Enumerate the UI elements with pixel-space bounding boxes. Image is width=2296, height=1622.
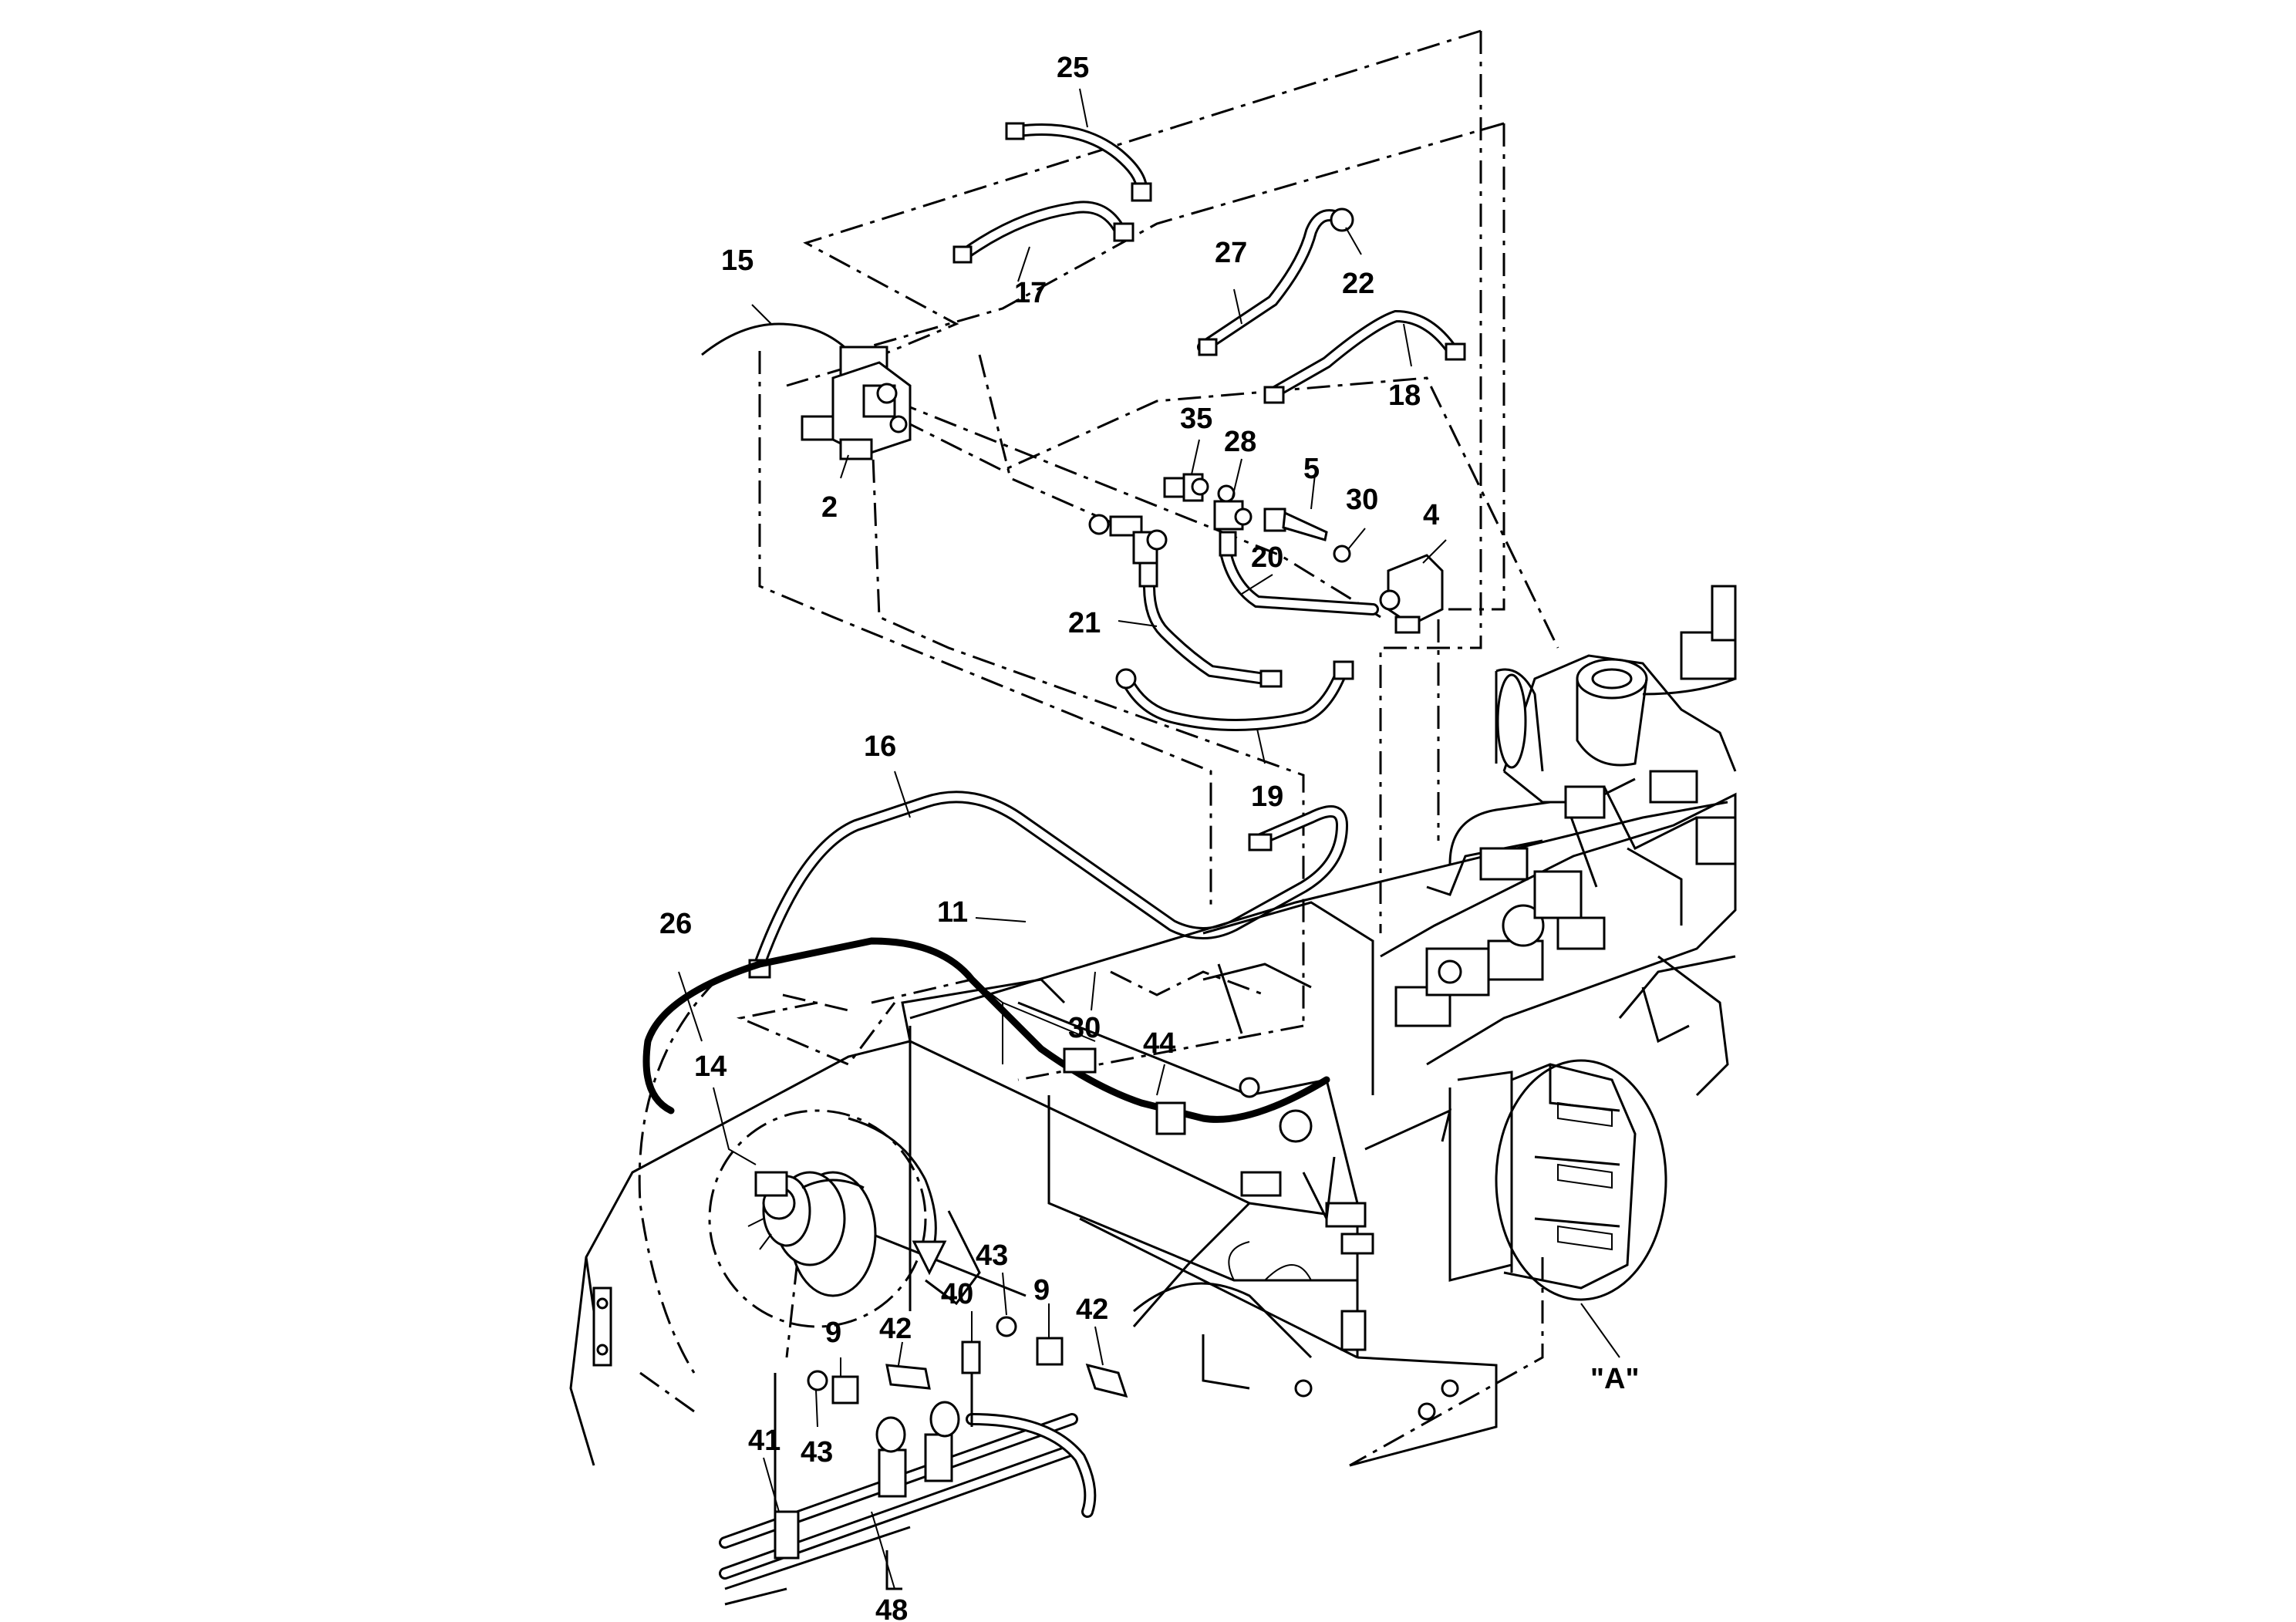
callout-30-upper: 30: [1346, 484, 1378, 516]
callout-15: 15: [721, 244, 754, 277]
callout-4: 4: [1423, 499, 1439, 531]
callout-43-lower: 43: [801, 1436, 833, 1469]
clamp-44a: [1063, 1047, 1097, 1074]
engine-assembly: [1380, 792, 1737, 1097]
hose-26: [642, 937, 1330, 1123]
valve-block-2: [801, 346, 912, 460]
callout-9-left: 9: [825, 1317, 841, 1349]
bolt-42b: [1085, 1363, 1128, 1398]
callout-27: 27: [1215, 237, 1247, 269]
spacer-9b: [1036, 1337, 1064, 1366]
valve-4: [1379, 554, 1444, 634]
engine-upper: [1495, 585, 1737, 865]
callout-16: 16: [864, 730, 896, 763]
hose-19: [1115, 660, 1354, 731]
bolt-5: [1263, 508, 1328, 541]
frame-arc-left: [638, 978, 973, 1374]
washer-43a: [807, 1370, 828, 1391]
callouts: 25 17 15 27 22 18 2 35 28 5 30 4 20 21 1…: [659, 52, 1639, 1622]
hose-21: [1143, 580, 1283, 688]
hose-20: [1220, 549, 1379, 615]
callout-19: 19: [1251, 781, 1283, 813]
tee-fitting-lower: [1088, 514, 1168, 588]
callout-41: 41: [748, 1425, 781, 1457]
callout-35: 35: [1180, 403, 1212, 435]
motor-arrow-tip: [925, 1210, 981, 1306]
washer-30-upper: [1333, 545, 1351, 563]
bolt-42a: [885, 1364, 931, 1390]
hose-17: [952, 201, 1135, 264]
clamp-44b: [1155, 1101, 1186, 1135]
chassis-frame: [569, 801, 1728, 1467]
dashed-routing-lines: [639, 29, 1559, 1467]
callout-17: 17: [1014, 277, 1047, 309]
travel-motor-14: [708, 1109, 947, 1358]
callout-21: 21: [1068, 607, 1101, 639]
callout-detail-a: "A": [1590, 1363, 1639, 1395]
hose-27: [1197, 207, 1354, 356]
callout-18: 18: [1388, 379, 1421, 412]
leader-lines: [678, 88, 1620, 1590]
callout-30-lower: 30: [1068, 1012, 1101, 1044]
fitting-35: [1163, 473, 1209, 502]
callout-44: 44: [1143, 1027, 1175, 1060]
callout-20: 20: [1251, 541, 1283, 574]
hose-15: [701, 322, 845, 356]
callout-40: 40: [941, 1278, 973, 1310]
tee-fitting-28: [1213, 484, 1253, 557]
spacer-9a: [831, 1375, 859, 1404]
steps-detail-a: [1448, 1059, 1667, 1301]
clamp-detail: [719, 1316, 1128, 1606]
callout-5: 5: [1303, 453, 1320, 485]
callout-2: 2: [821, 491, 838, 524]
callout-48: 48: [875, 1594, 908, 1622]
washer-43b: [996, 1316, 1017, 1337]
callout-22: 22: [1342, 268, 1374, 300]
hose-18: [1263, 309, 1466, 404]
hose-25: [1005, 122, 1152, 202]
callout-11: 11: [937, 896, 968, 929]
callout-9-right: 9: [1033, 1274, 1050, 1307]
callout-43-upper: 43: [976, 1239, 1008, 1272]
callout-25: 25: [1057, 52, 1089, 84]
callout-14: 14: [694, 1050, 727, 1083]
callout-28: 28: [1224, 426, 1256, 458]
callout-42-right: 42: [1076, 1293, 1108, 1326]
callout-26: 26: [659, 908, 692, 940]
callout-42-left: 42: [879, 1313, 912, 1345]
